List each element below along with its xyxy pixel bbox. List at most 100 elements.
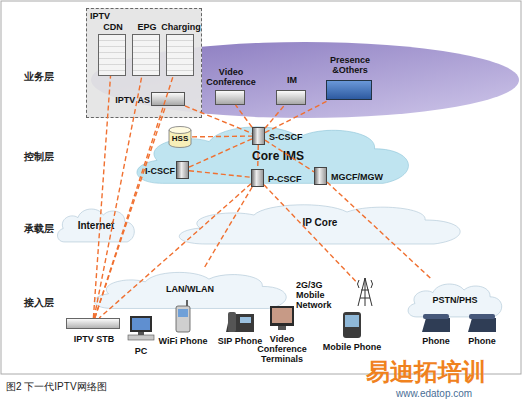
node-text: I-CSCF [137,166,175,176]
dashed-link [265,140,314,172]
terminal-icon [270,306,294,330]
server-box: Presence &Others [326,80,372,100]
cloud-shape: Core IMSHSSS-CSCFI-CSCFP-CSCFMGCF/MGW [128,120,418,192]
device-node: Video Conference Terminals [270,306,294,330]
watermark: www.edatop.com [396,388,472,399]
cloud-outline [179,205,460,244]
dashed-link [265,100,329,133]
monitor [270,306,294,326]
dashed-link [236,105,252,127]
figure-caption: 图2 下一代IPTV网络图 [6,380,107,394]
layer-label: 控制层 [24,150,54,164]
cloud-outline [58,209,135,242]
server-unit: I-CSCF [176,161,189,179]
server-unit: S-CSCF [252,127,265,145]
layer-label: 接入层 [24,296,54,310]
device-node: PC [128,316,154,340]
dashed-link [192,135,252,137]
stand [278,326,286,330]
dashed-link [94,76,142,318]
display [240,317,251,323]
device-node: SIP Phone [226,312,254,332]
cylinder-top [169,127,191,134]
server-box: IM [276,90,306,105]
mobile-icon [343,312,361,338]
server-box: Video Conference [215,90,245,105]
dashed-link [257,145,259,169]
node-text: WiFi Phone [155,336,211,346]
dashed-link [185,106,252,133]
node-text: IM [277,75,307,85]
cloud-shape: Internet [55,205,137,247]
antenna [186,300,188,306]
dashed-link [327,182,432,280]
node-text: PC [123,346,159,356]
node-text: IP Core [280,217,360,228]
screen [345,315,359,327]
antenna-icon [358,278,373,306]
server-box: EPG [132,34,160,76]
set-top-box: IPTV STB [66,318,120,329]
node-text: MGCF/MGW [331,172,401,182]
phone-body [468,318,496,332]
handset [343,312,361,338]
cloud-outline [137,127,409,183]
node-text: CDN [93,22,133,32]
server-unit: P-CSCF [251,169,264,187]
dashed-link [189,171,251,178]
cloud-shape: PSTN/PHS [405,280,505,322]
node-text: S-CSCF [269,132,329,142]
node-text: Charging [157,22,205,32]
cloud-shape: LAN/WLAN [88,268,293,314]
node-text: Phone [418,336,454,346]
dashed-link [265,105,285,128]
dashed-link [93,76,110,318]
pc-icon [128,316,154,340]
keyboard [128,335,154,340]
device-node: Phone [468,314,496,332]
monitor [130,316,152,332]
screen [132,318,150,330]
cloud-outline [408,284,502,317]
node-text: Presence &Others [322,55,378,75]
device-node: Mobile Phone [343,312,361,338]
dashed-link [95,76,173,318]
node-text: IPTV AS [110,95,150,105]
database-cylinder: HSS [168,126,192,148]
device-node: WiFi Phone [176,306,190,332]
receiver [423,314,449,319]
sip-phone-icon [226,312,254,332]
node-text: Video Conference [204,67,258,87]
frame [1,1,521,374]
stand [138,332,144,335]
node-text: HSS [168,134,192,143]
phone-icon [468,314,496,332]
node-text: Internet [66,220,126,231]
node-text: LAN/WLAN [150,284,230,294]
dashed-link [189,139,252,167]
node-text: Mobile Phone [320,342,384,352]
tower [358,278,372,306]
phone-body [226,314,254,332]
receiver [228,312,236,332]
server-box: Charging [166,34,194,76]
server-unit: MGCF/MGW [314,167,327,185]
dashed-link [95,106,166,318]
wifi-phone-icon [176,300,190,332]
antenna-node: 2G/3G Mobile Network [356,276,374,306]
server-box: CDN [98,34,126,76]
group-box: IPTVCDNEPGChargingIPTV AS [86,8,202,118]
dashed-link [264,185,356,282]
cloud-outline [94,272,286,308]
layer-label: 承载层 [24,222,54,236]
phone-body [422,318,450,332]
node-text: IPTV [90,11,130,21]
node-text: Video Conference Terminals [256,334,308,364]
phone-icon [422,314,450,332]
layer-label: 业务层 [24,70,54,84]
dashed-link [204,187,252,268]
node-text: EPG [127,22,167,32]
server-box: IPTV AS [151,92,185,106]
screen [178,309,188,317]
watermark: 易迪拓培训 [366,356,486,388]
